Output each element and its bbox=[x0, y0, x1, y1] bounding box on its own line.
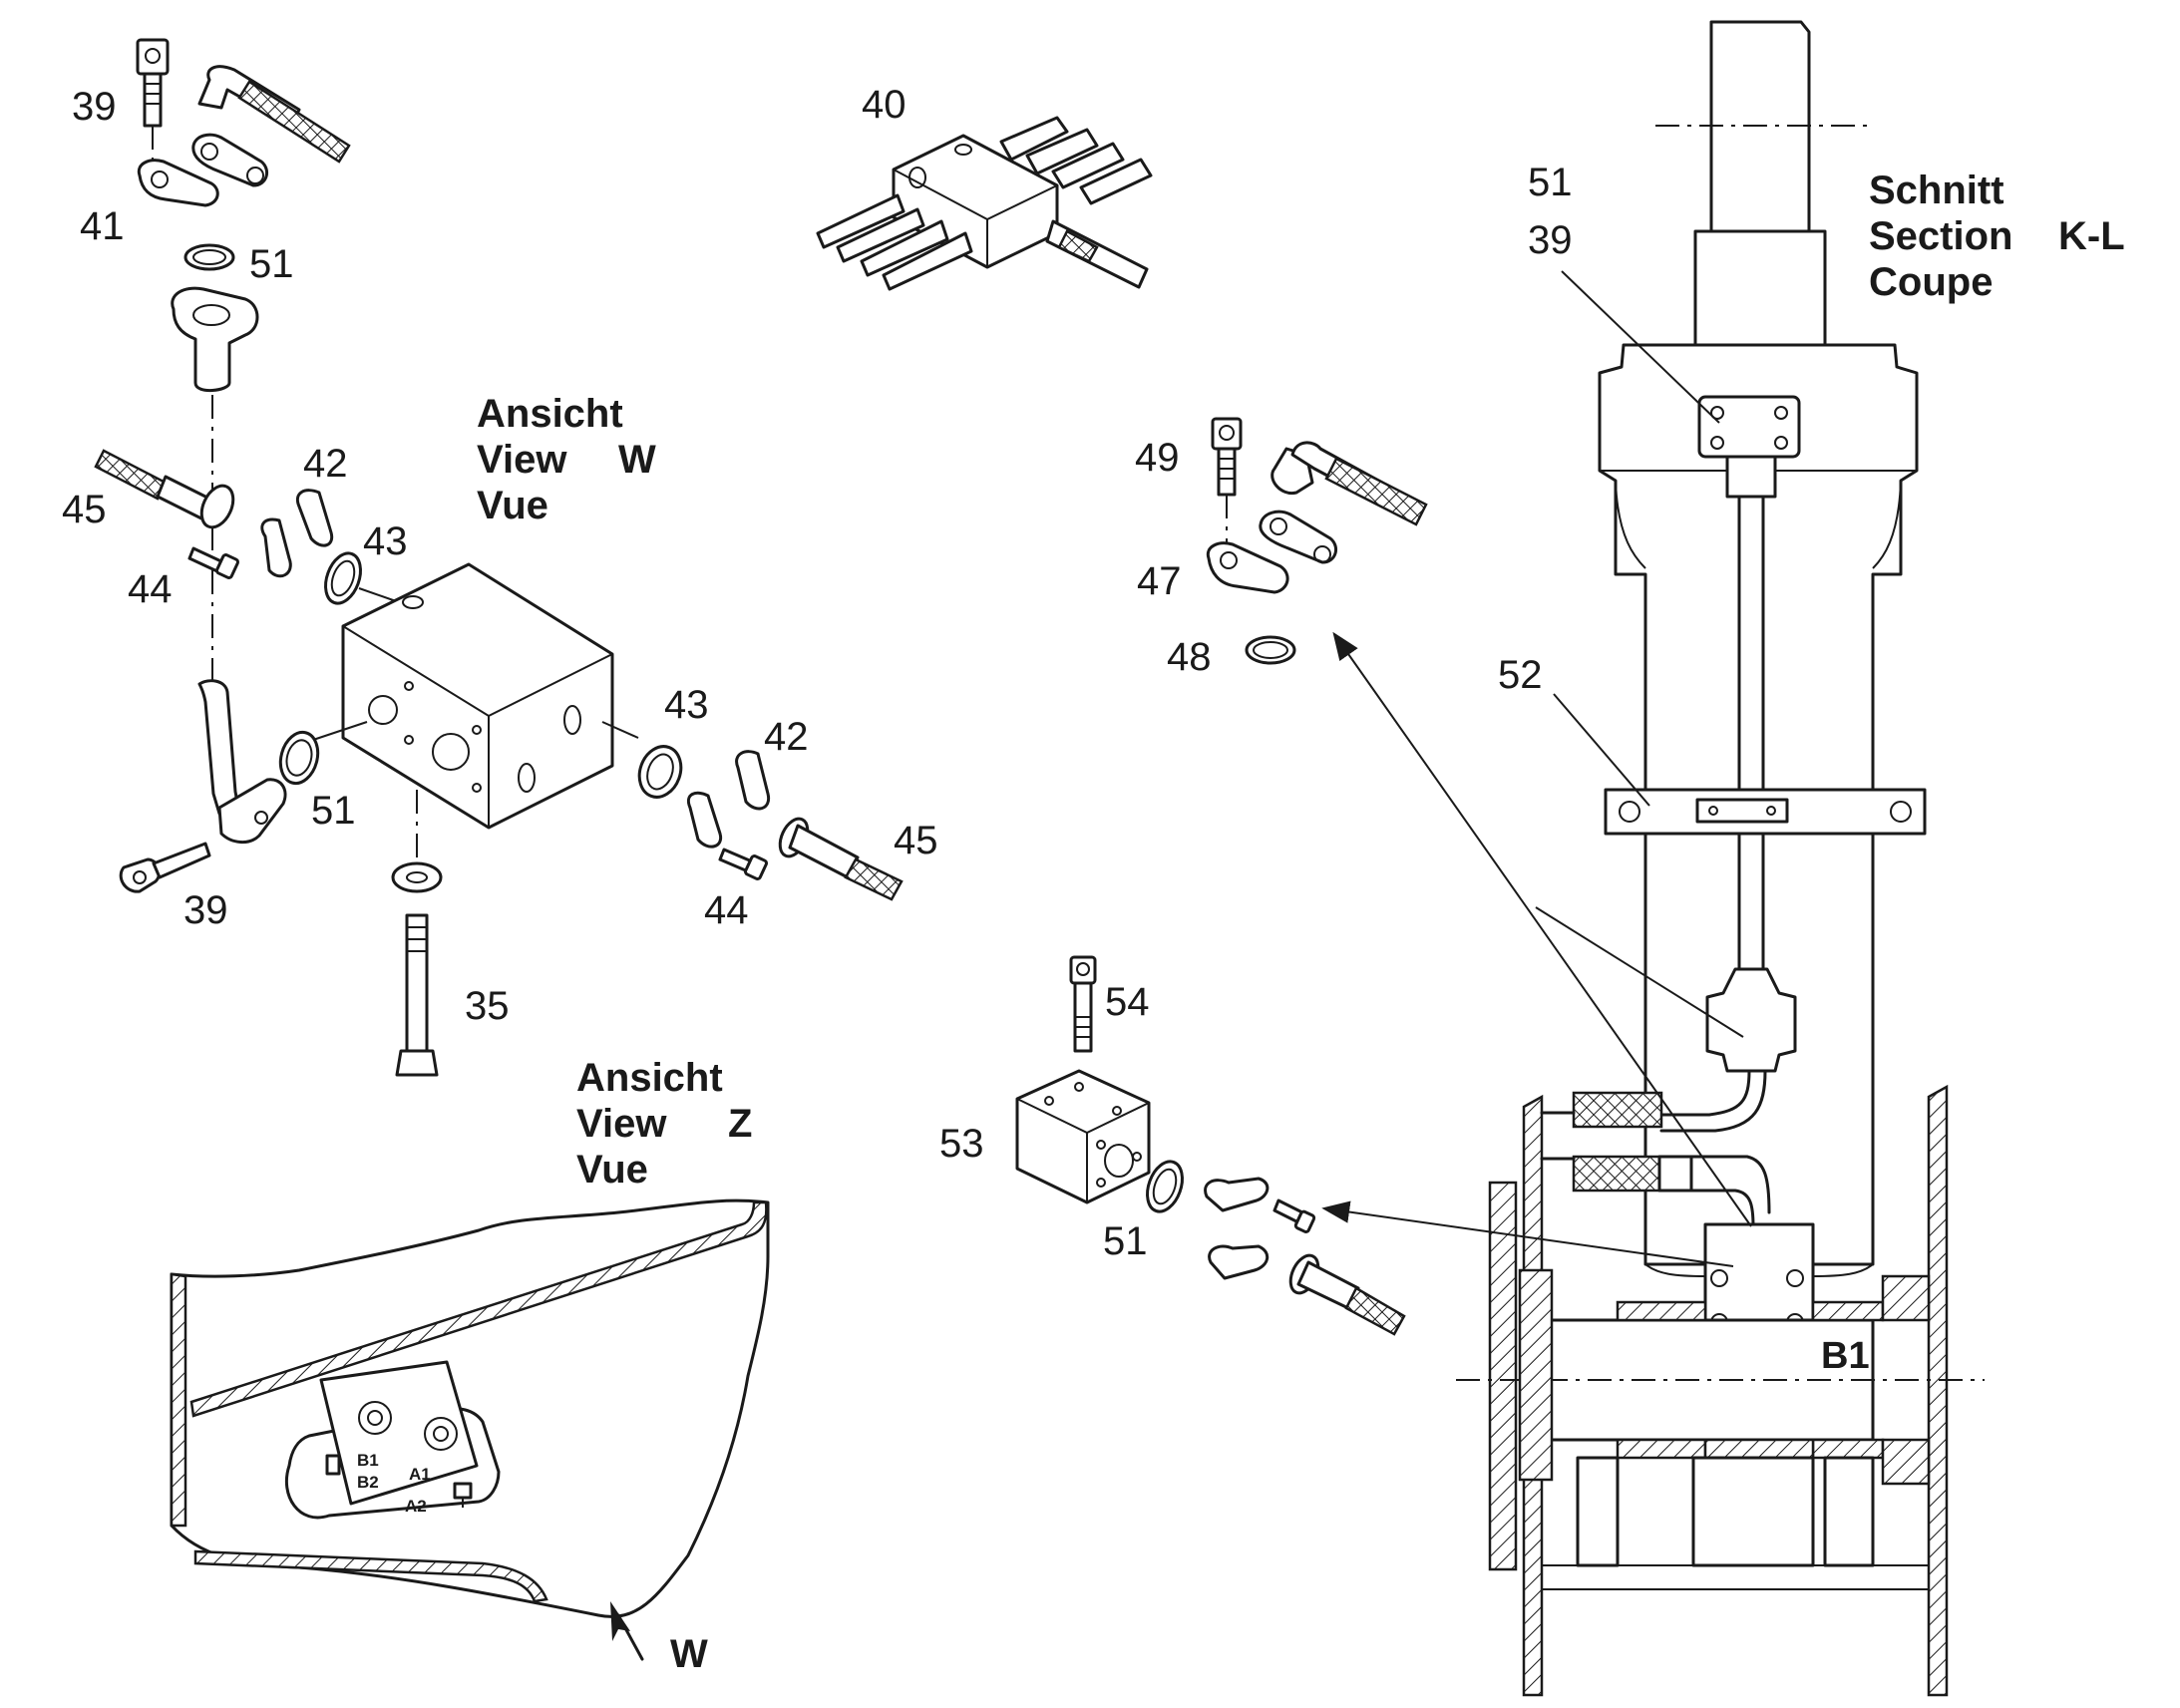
callout-39: 39 bbox=[72, 85, 117, 129]
callout-52: 52 bbox=[1498, 653, 1543, 697]
view-w-heading: Ansicht View W Vue bbox=[477, 392, 656, 527]
port-label-b1: B1 bbox=[357, 1451, 379, 1470]
view-z-line2: View bbox=[576, 1102, 667, 1146]
callout-45-right: 45 bbox=[894, 819, 938, 862]
callout-51: 51 bbox=[249, 242, 294, 286]
section-line1: Schnitt bbox=[1869, 169, 2004, 212]
callout-numbers: 39 41 51 45 42 43 44 51 39 43 42 45 44 3… bbox=[62, 83, 1573, 1263]
callout-49: 49 bbox=[1135, 436, 1180, 480]
callout-51-section: 51 bbox=[1528, 161, 1573, 204]
callout-39-section: 39 bbox=[1528, 218, 1573, 262]
callout-53: 53 bbox=[939, 1122, 984, 1166]
callout-43-right: 43 bbox=[664, 683, 709, 727]
view-z-letter: Z bbox=[728, 1102, 752, 1146]
callout-43: 43 bbox=[363, 519, 408, 563]
callout-42-right: 42 bbox=[764, 715, 809, 759]
hose-manifold-40 bbox=[816, 116, 1153, 291]
port-label-b2: B2 bbox=[357, 1473, 379, 1492]
callout-45: 45 bbox=[62, 488, 107, 531]
view-w-line1: Ansicht bbox=[477, 392, 623, 436]
section-line2: Section bbox=[1869, 214, 2012, 258]
callout-51-mid: 51 bbox=[311, 789, 356, 833]
view-z-housing bbox=[170, 1198, 770, 1618]
view-w-arrow-label: W bbox=[670, 1632, 708, 1676]
view-z-heading: Ansicht View Z Vue bbox=[576, 1056, 752, 1192]
section-letter: K-L bbox=[2058, 214, 2125, 258]
section-line3: Coupe bbox=[1869, 260, 1993, 304]
flange-group-53 bbox=[1015, 955, 1406, 1336]
callout-48: 48 bbox=[1167, 635, 1212, 679]
fitting-group-left bbox=[94, 449, 400, 605]
callout-39-low: 39 bbox=[183, 888, 228, 932]
port-label-a2: A2 bbox=[405, 1497, 427, 1516]
upper-flange-group bbox=[136, 38, 351, 698]
flange-group-49 bbox=[1206, 417, 1428, 665]
view-w-line3: Vue bbox=[477, 484, 548, 527]
callout-35: 35 bbox=[465, 984, 510, 1028]
section-heading: Schnitt Section K-L Coupe bbox=[1869, 169, 2125, 304]
callout-44: 44 bbox=[128, 567, 173, 611]
view-z-line1: Ansicht bbox=[576, 1056, 723, 1100]
section-k-l bbox=[1456, 20, 1985, 1697]
callout-51-low: 51 bbox=[1103, 1219, 1148, 1263]
fitting-group-mid bbox=[119, 679, 443, 1077]
callout-44-right: 44 bbox=[704, 888, 749, 932]
view-w-direction-arrow bbox=[610, 1601, 644, 1661]
port-label-a1: A1 bbox=[409, 1465, 431, 1484]
callout-47: 47 bbox=[1137, 559, 1182, 603]
callout-54: 54 bbox=[1105, 980, 1150, 1024]
callout-40: 40 bbox=[862, 83, 907, 127]
callout-42: 42 bbox=[303, 442, 348, 486]
view-z-line3: Vue bbox=[576, 1148, 648, 1192]
view-w-letter: W bbox=[618, 438, 656, 482]
callout-41: 41 bbox=[80, 204, 125, 248]
fitting-group-right bbox=[637, 745, 904, 901]
section-port-label-b1: B1 bbox=[1821, 1335, 1870, 1377]
view-w-line2: View bbox=[477, 438, 567, 482]
valve-block-view-w bbox=[300, 562, 639, 857]
